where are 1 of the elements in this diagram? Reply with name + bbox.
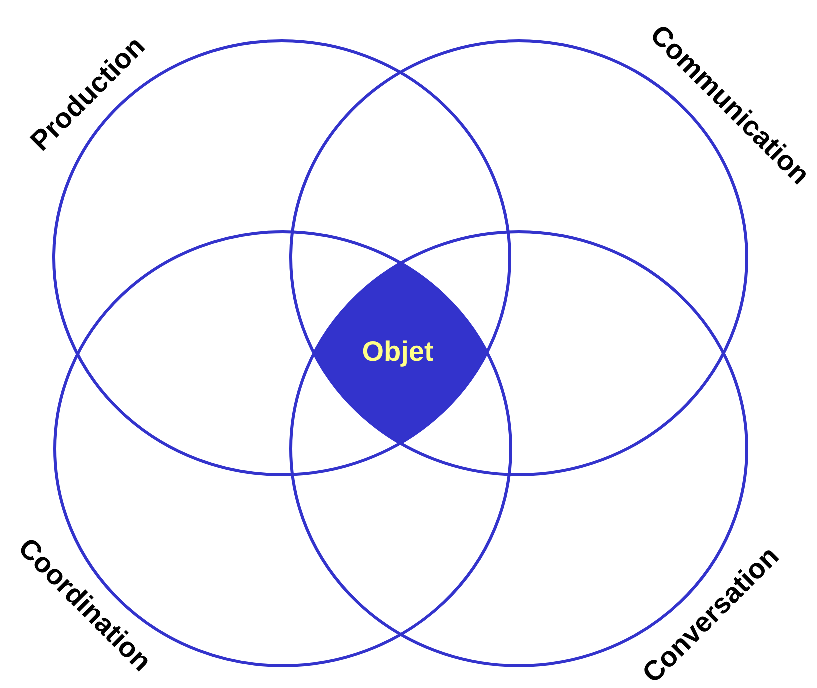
region-label: Objet <box>362 338 434 366</box>
